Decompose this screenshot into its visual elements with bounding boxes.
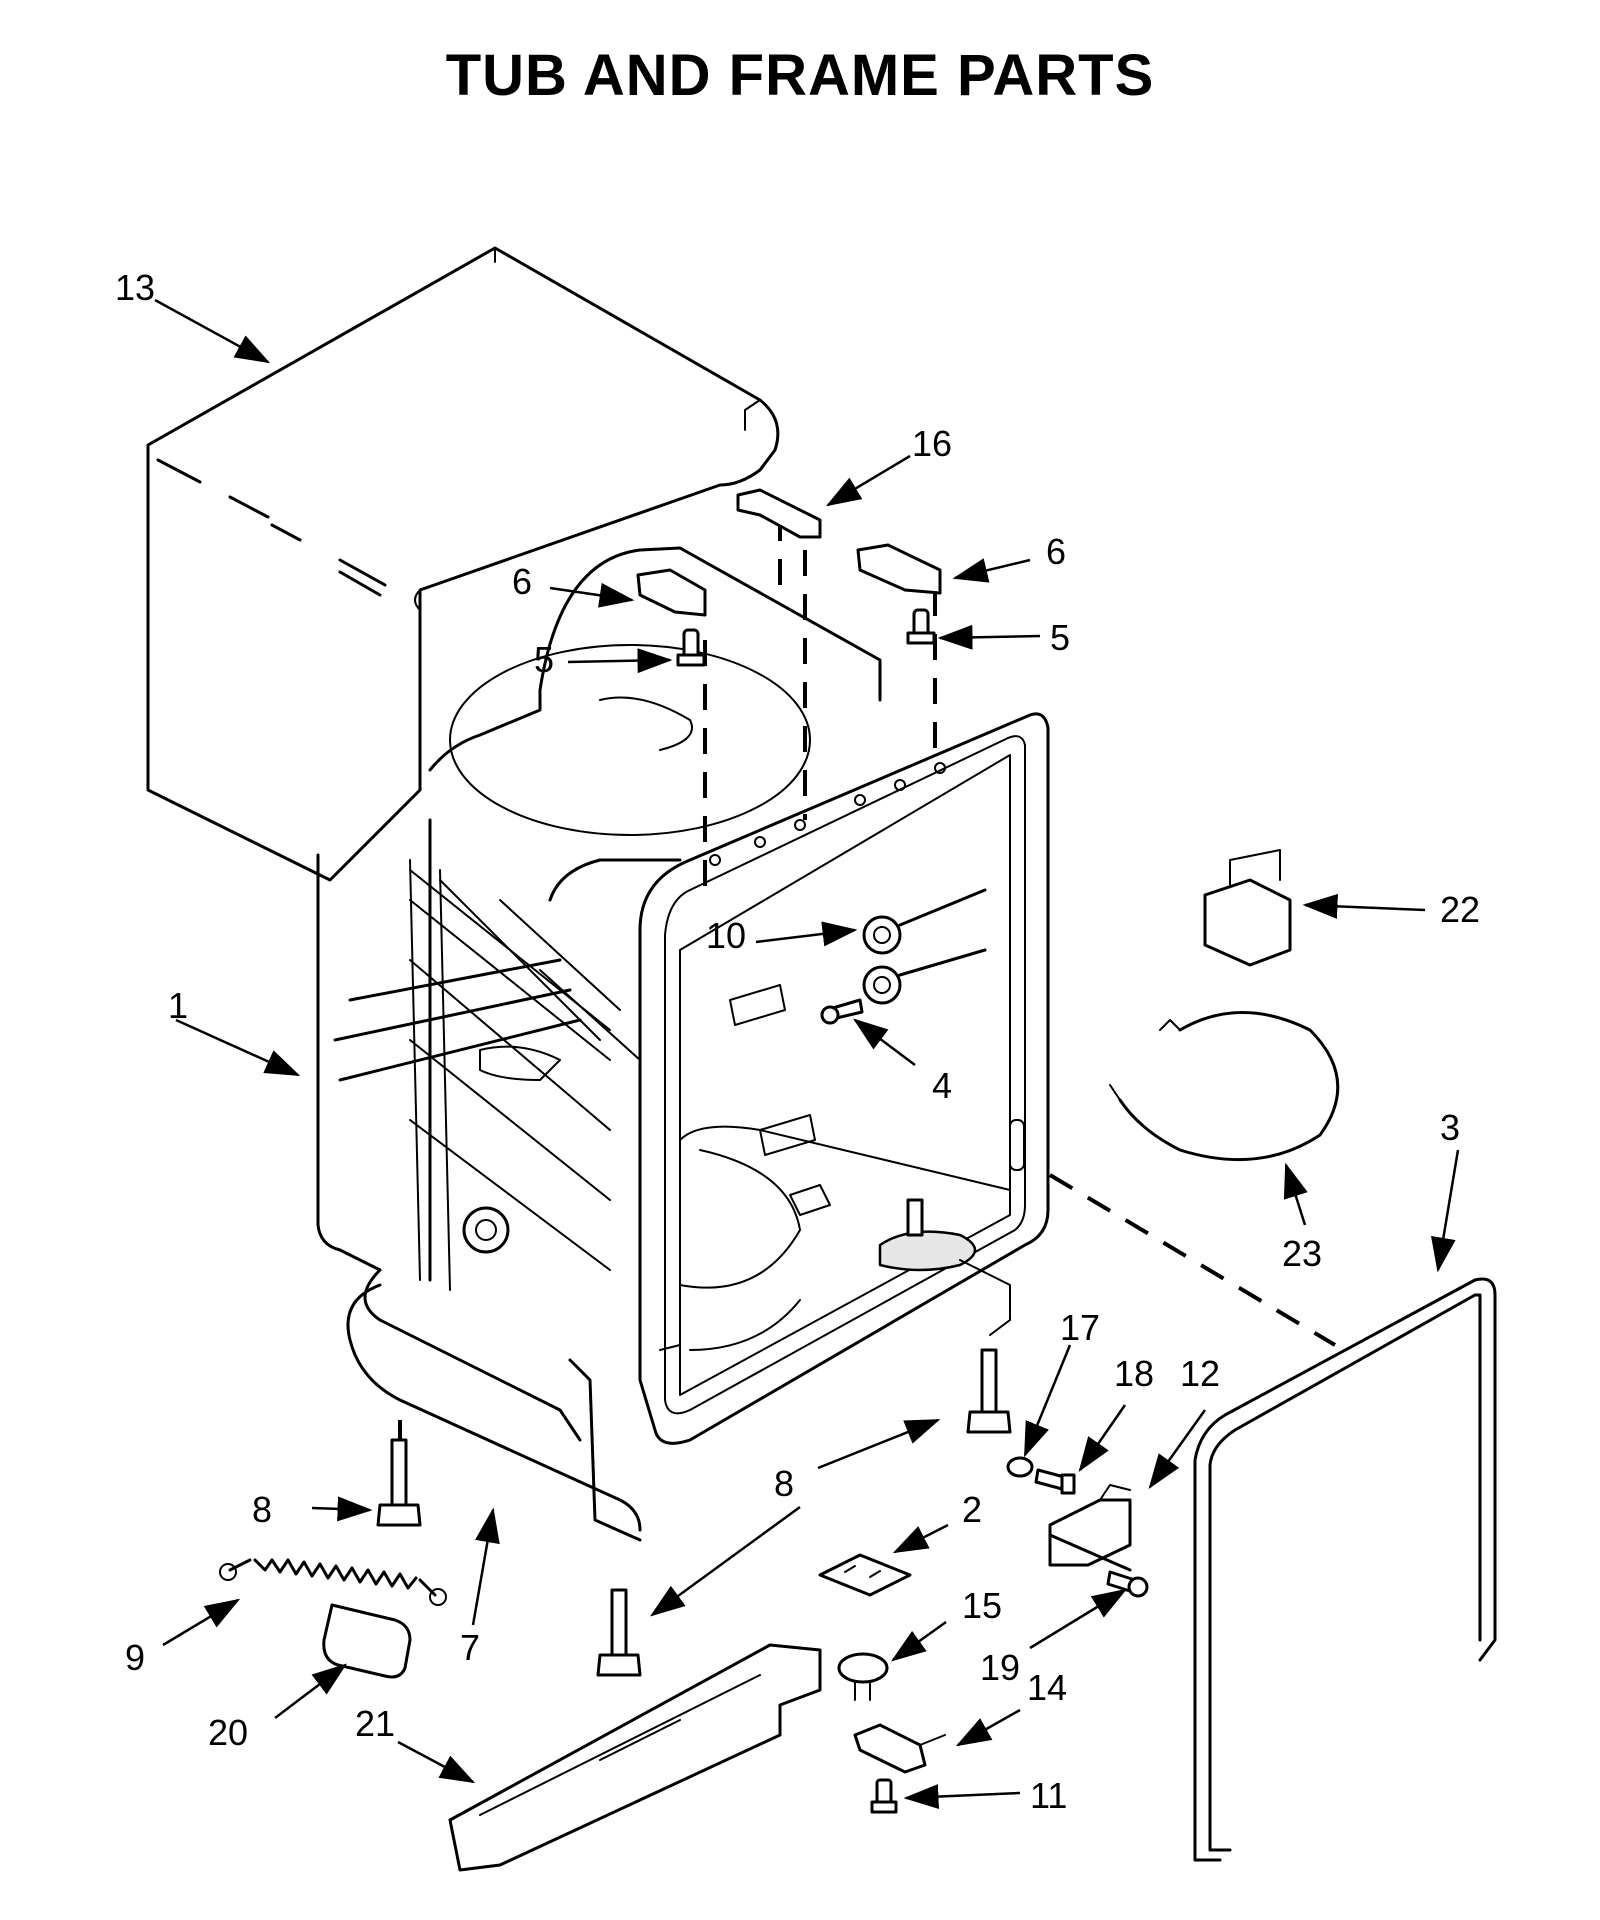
callout-12: 12 (1180, 1353, 1220, 1394)
callout-19: 19 (980, 1647, 1020, 1688)
tub-assembly-part (316, 546, 1050, 1542)
screw-part-4 (820, 998, 864, 1025)
callout-13: 13 (115, 267, 155, 308)
leveling-leg-part-left (376, 1438, 422, 1527)
sensor-part (837, 1652, 889, 1701)
wire-harness-part (1109, 1011, 1340, 1162)
insulation-blanket-part (146, 246, 780, 882)
callout-23: 23 (1282, 1233, 1322, 1274)
callout-5-left: 5 (534, 639, 554, 680)
callout-15: 15 (962, 1585, 1002, 1626)
callout-5-right: 5 (1050, 617, 1070, 658)
callout-1: 1 (168, 985, 188, 1026)
callout-4: 4 (932, 1065, 952, 1106)
callout-11: 11 (1030, 1775, 1067, 1816)
leveling-leg-part-right (966, 1348, 1012, 1434)
screw-part-19 (1106, 1570, 1149, 1598)
mounting-bracket-part-left (636, 568, 707, 617)
leveling-leg-part-center (596, 1588, 642, 1677)
callout-22: 21 (355, 1703, 395, 1744)
callout-6-left: 6 (512, 561, 532, 602)
callout-9: 9 (125, 1637, 145, 1678)
washer-part (1006, 1456, 1034, 1478)
bracket-part-12 (1048, 1484, 1132, 1572)
callout-8-left: 8 (252, 1489, 272, 1530)
spacer-part (862, 888, 987, 1005)
screw-part-right (906, 608, 936, 645)
spring-cover-pad-part (322, 1603, 412, 1679)
callout-3: 3 (1440, 1107, 1460, 1148)
door-spring-part (219, 1558, 447, 1606)
door-gasket-part (1193, 1277, 1497, 1862)
screw-part-left (676, 628, 706, 667)
base-panel-part (448, 1643, 822, 1872)
callout-2: 2 (962, 1489, 982, 1530)
rail-bracket-part (736, 488, 822, 539)
leader-arrows (154, 298, 1460, 1810)
callout-7: 7 (460, 1627, 480, 1668)
callout-17: 17 (1060, 1307, 1100, 1348)
screw-part-18 (1034, 1468, 1076, 1495)
callout-16: 16 (912, 423, 952, 464)
screw-part-11 (870, 1778, 898, 1814)
pad-part (818, 1553, 912, 1597)
callout-8-right: 8 (774, 1463, 794, 1504)
callout-labels: 13 1 16 6 6 5 5 10 4 22 23 3 17 18 12 8 … (115, 267, 1480, 1816)
callout-21: 22 (1440, 889, 1480, 930)
sensor-bracket-part (853, 1723, 946, 1774)
callout-6-right: 6 (1046, 531, 1066, 572)
callout-18: 18 (1114, 1353, 1154, 1394)
cable-part (346, 1283, 642, 1532)
mounting-bracket-part-right (856, 543, 942, 595)
page-title: TUB AND FRAME PARTS (445, 43, 1155, 108)
mounting-clip-part (1203, 849, 1292, 967)
callout-20: 20 (208, 1712, 248, 1753)
callout-10: 10 (706, 915, 746, 956)
callout-14: 14 (1027, 1667, 1067, 1708)
